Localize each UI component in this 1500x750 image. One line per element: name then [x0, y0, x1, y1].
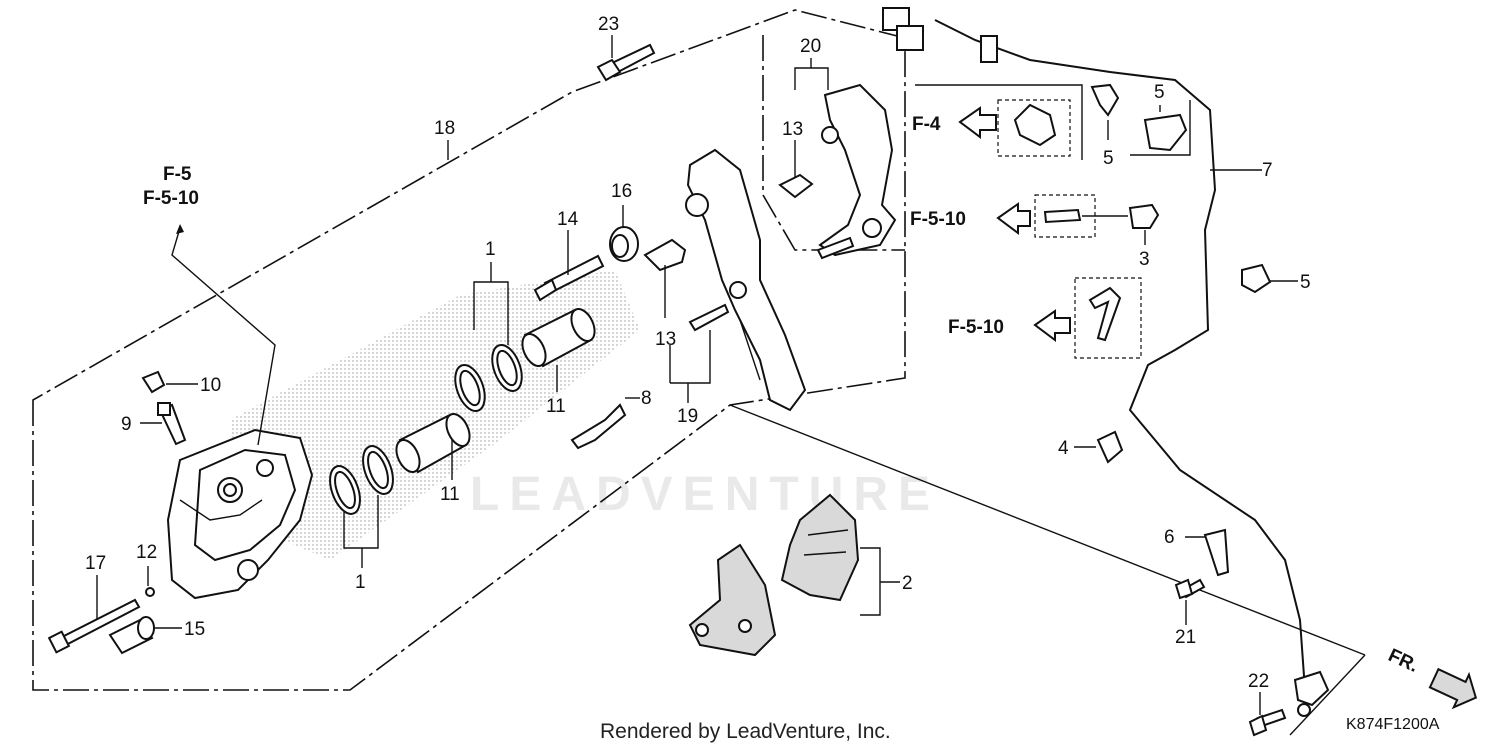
arrow-f4 [958, 106, 997, 139]
clamp-5-a [1090, 83, 1120, 117]
callout-10: 10 [200, 375, 221, 396]
callout-19: 19 [677, 406, 698, 427]
callout-6: 6 [1164, 527, 1175, 548]
pad-spring-center [643, 238, 687, 272]
callout-17: 17 [85, 553, 106, 574]
stay-6 [1203, 528, 1230, 577]
callout-15: 15 [184, 619, 205, 640]
callout-9: 9 [121, 414, 132, 435]
callout-11-upper: 11 [546, 396, 566, 417]
brake-pad-front [688, 543, 777, 657]
f510-box-c [1074, 277, 1142, 359]
seal-ring-upper-2-inner [496, 349, 518, 387]
callout-16: 16 [611, 181, 632, 202]
clamp-box-line [1130, 100, 1191, 156]
callout-23: 23 [598, 14, 619, 35]
callout-13-center: 13 [655, 329, 676, 350]
clamp-f510 [1088, 286, 1122, 342]
bolt-f510 [1043, 208, 1082, 224]
piston-lower [395, 413, 471, 474]
callout-11-lower: 11 [440, 484, 460, 505]
seal-ring-lower-2-inner [367, 450, 389, 490]
piston-upper [521, 308, 596, 368]
boundary-line-lower [729, 404, 1366, 656]
bleeder-cap [141, 370, 166, 394]
ref-f5-10-c: F-5-10 [948, 317, 1004, 338]
bolt-22 [1248, 708, 1287, 737]
bolt-21 [1174, 578, 1206, 600]
grommet-4 [1096, 430, 1124, 464]
front-label: FR. [1385, 645, 1422, 677]
pad-pin [47, 598, 141, 654]
clip-f4 [1013, 103, 1057, 147]
callout-14: 14 [557, 209, 579, 230]
callout-4: 4 [1058, 438, 1069, 459]
callout-22: 22 [1248, 671, 1269, 692]
callout-5-mid: 5 [1103, 148, 1114, 169]
diagram-code: K874F1200A [1346, 716, 1440, 733]
slide-pin [533, 254, 605, 302]
pad-spring-upper [778, 173, 814, 199]
callout-1-lower: 1 [355, 572, 366, 593]
f5-leader [171, 227, 276, 446]
callout-7: 7 [1262, 160, 1273, 181]
sensor-cable [934, 19, 1306, 691]
leader-20 [794, 67, 829, 90]
leader-2-bracket [860, 547, 881, 616]
pad-retainer [570, 403, 627, 450]
callout-2: 2 [902, 573, 913, 594]
arrow-f510-b [996, 202, 1031, 235]
boundary-line-corner [1289, 654, 1366, 736]
callout-13-upper: 13 [782, 119, 803, 140]
callout-12: 12 [136, 542, 157, 563]
callout-5-top: 5 [1154, 82, 1165, 103]
callout-3: 3 [1139, 249, 1150, 270]
bleeder-valve [157, 402, 187, 446]
ref-f5: F-5 [163, 164, 192, 185]
ref-f5-10-main: F-5-10 [143, 188, 199, 209]
caliper-body [166, 428, 314, 600]
caliper-assembly-boundary [32, 9, 906, 691]
callout-5-right: 5 [1300, 272, 1311, 293]
mounting-bracket [816, 83, 897, 260]
watermark-text: LEADVENTURE [470, 468, 940, 521]
callout-21: 21 [1175, 627, 1196, 648]
cable-connector [882, 7, 998, 63]
f4-box [997, 99, 1071, 157]
pin-boot [609, 226, 639, 262]
seal-ring-lower-1-inner [334, 470, 356, 510]
ref-f5-10-b: F-5-10 [910, 209, 966, 230]
pin-plug [108, 616, 155, 655]
front-arrow [1428, 667, 1478, 710]
brake-pad-rear [780, 493, 860, 602]
callout-20: 20 [800, 36, 821, 57]
arrow-f510-c [1033, 309, 1071, 342]
seal-ring-upper-1-inner [459, 369, 481, 407]
bolt-23 [596, 43, 656, 82]
bracket-boundary [762, 35, 905, 251]
leader-19-bracket [670, 330, 711, 384]
clamp-5-c [1241, 263, 1272, 294]
footer-credit: Rendered by LeadVenture, Inc. [600, 720, 891, 743]
callout-1-upper: 1 [485, 239, 496, 260]
ref-f4: F-4 [912, 114, 941, 135]
caliper-bracket [685, 148, 807, 412]
f5-arrow [176, 224, 184, 234]
leader-1-lower [343, 495, 379, 549]
clip-3 [1128, 203, 1160, 229]
f4-box-line [915, 84, 1083, 160]
sensor-head [1293, 670, 1330, 717]
callout-18: 18 [434, 118, 455, 139]
clamp-5-b [1143, 113, 1188, 152]
callout-8: 8 [641, 388, 652, 409]
o-ring-small [145, 587, 155, 597]
